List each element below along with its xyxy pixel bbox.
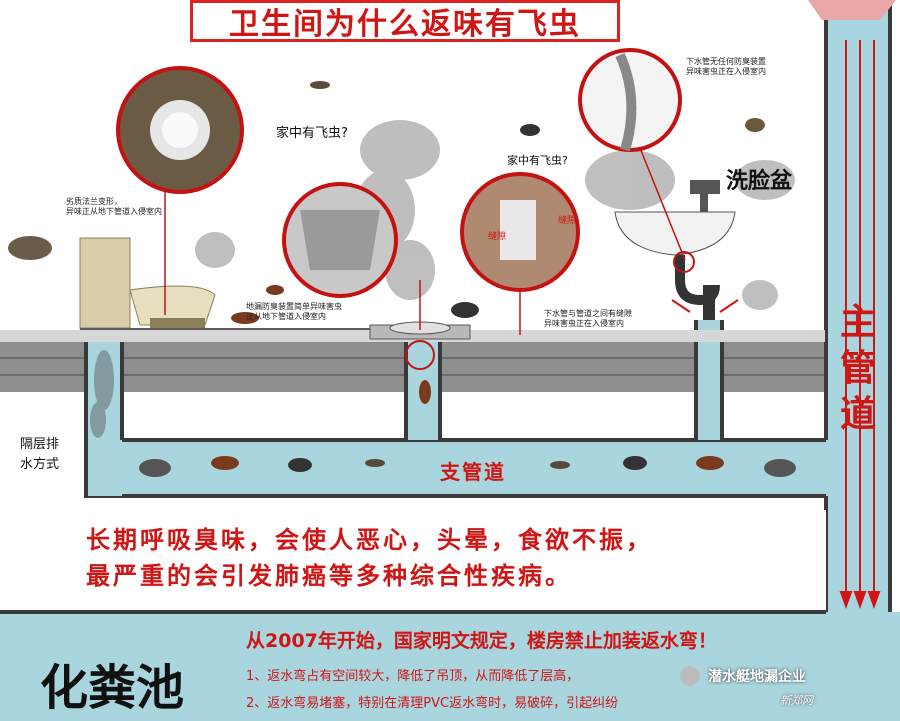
page-title-box: 卫生间为什么返味有飞虫 [190, 0, 620, 42]
main-pipe [808, 0, 896, 612]
regulation-title: 从2007年开始，国家明文规定，楼房禁止加装返水弯！ [246, 630, 717, 652]
pests [8, 81, 796, 477]
septic-tank-label: 化粪池 [40, 660, 185, 716]
flange-callout: 劣质法兰变形， 异味正从地下管道入侵室内 [66, 197, 162, 216]
sink-pipe-callout: 下水管无任何防臭装置 异味害虫正在入侵室内 [686, 57, 766, 76]
isolated-drainage-label: 隔层排 水方式 [20, 437, 60, 472]
gap-callout: 下水管与管道之间有缝隙 异味害虫正在入侵室内 [544, 309, 632, 328]
main-pipe-label: 主 管 道 [839, 302, 876, 435]
flying-insects-label: 家中有飞虫? [276, 126, 348, 141]
floor-drain [369, 321, 471, 340]
watermark: 潜水艇地漏企业 新郑网 [680, 660, 900, 712]
watermark-brand: 潜水艇地漏企业 [708, 669, 806, 685]
washbasin-label: 洗脸盆 [726, 169, 793, 194]
branch-pipe-label: 支管道 [440, 460, 506, 484]
regulation-item-1: 1、返水弯占有空间较大，降低了吊顶，从而降低了层高， [246, 669, 580, 684]
watermark-site: 新郑网 [780, 694, 813, 707]
floor-drain-callout: 地漏防臭装置简单异味害虫 正从地下管道入侵室内 [246, 302, 342, 321]
page-title: 卫生间为什么返味有飞虫 [229, 7, 581, 42]
health-warning: 长期呼吸臭味，会使人恶心，头晕，食欲不振， 最严重的会引发肺癌等多种综合性疾病。 [86, 526, 653, 590]
regulation-item-2: 2、返水弯易堵塞，特别在清理PVC返水弯时，易破碎，引起纠纷 [246, 696, 619, 711]
gap-mark-2: 缝隙 [488, 232, 507, 242]
wechat-icon [680, 666, 700, 686]
septic-tank-area [0, 610, 900, 721]
gap-mark-1: 缝隙 [558, 216, 577, 226]
flying-insects-label-2: 家中有飞虫? [507, 154, 568, 167]
